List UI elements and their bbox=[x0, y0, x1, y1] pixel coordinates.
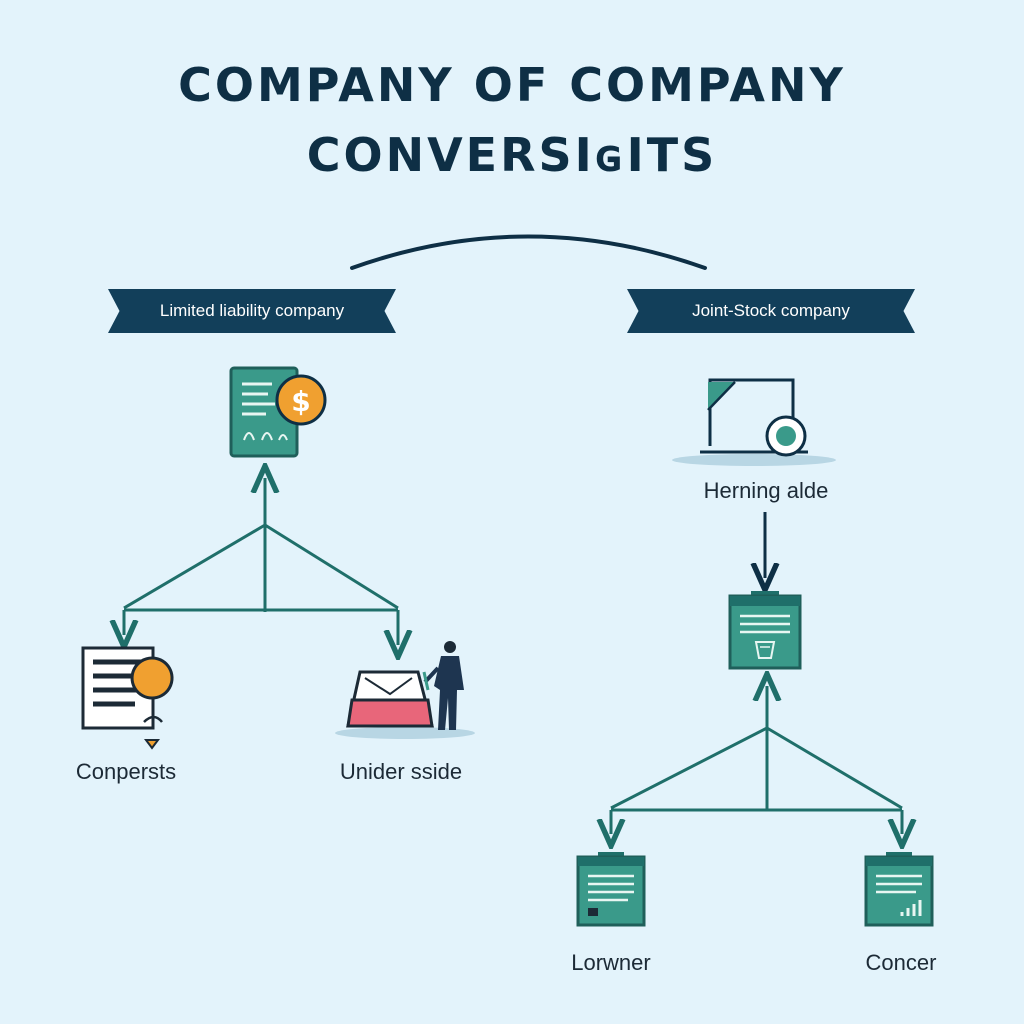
node-label-right-1: Lorwner bbox=[571, 950, 651, 975]
connector-arc bbox=[350, 234, 707, 270]
title-line-2: CONVERSIɢITS bbox=[306, 128, 718, 182]
left-tree-lines bbox=[124, 478, 398, 645]
svg-text:$: $ bbox=[291, 385, 310, 418]
monitor-basket-icon bbox=[728, 591, 802, 670]
monitor-doc-icon bbox=[576, 852, 646, 927]
branch-ribbon-jsc: Joint-Stock company bbox=[627, 289, 915, 333]
node-label-right-step: Herning alde bbox=[703, 478, 829, 503]
document-dollar-icon: $ bbox=[229, 366, 327, 458]
right-tree-lines bbox=[611, 686, 902, 834]
node-label-left-1: Conpersts bbox=[75, 759, 177, 784]
title-line-1: COMPANY OF COMPANY bbox=[178, 58, 846, 112]
node-label-right-2: Concer bbox=[865, 950, 937, 975]
board-wheel-icon bbox=[672, 378, 836, 466]
document-badge-icon bbox=[81, 646, 174, 750]
monitor-chart-icon bbox=[864, 852, 934, 927]
node-label-left-2: Unider sside bbox=[339, 759, 463, 784]
branch-ribbon-llc: Limited liability company bbox=[108, 289, 396, 333]
tray-person-icon bbox=[335, 641, 475, 739]
